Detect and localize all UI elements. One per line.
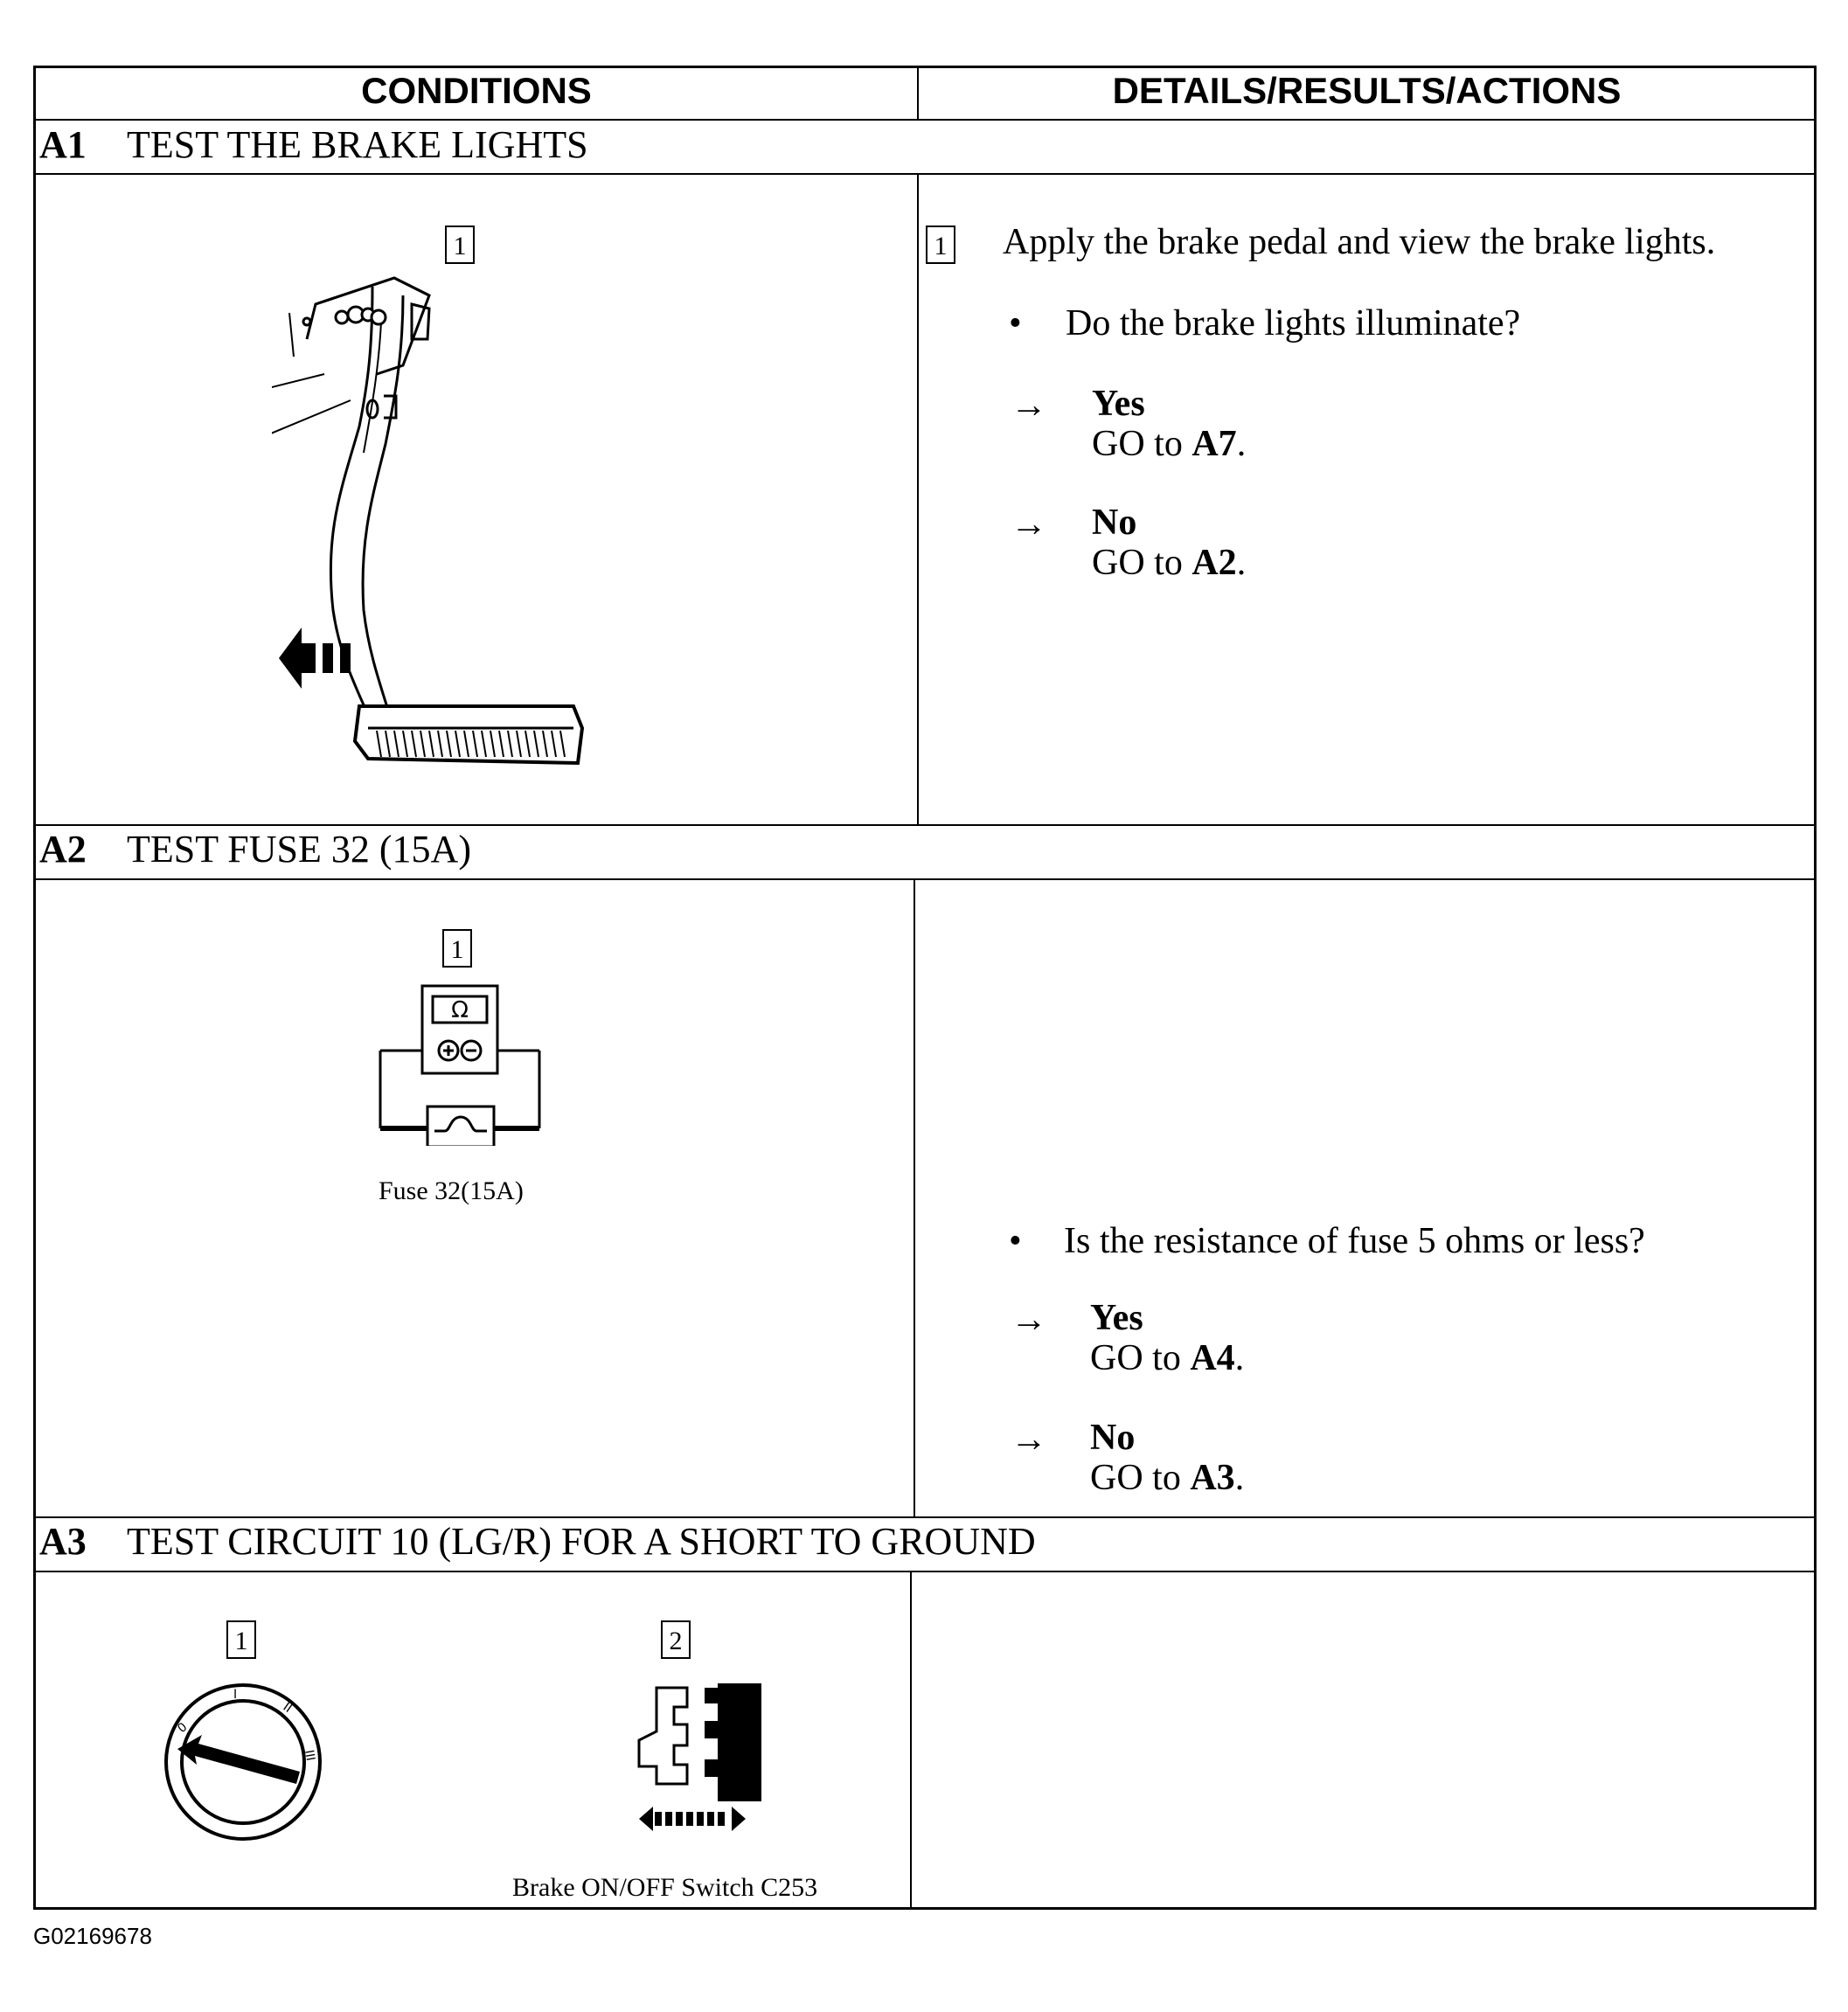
- ignition-position-3: III: [302, 1749, 317, 1762]
- a1-instruction-step-box: 1: [926, 225, 955, 264]
- a2-question: Is the resistance of fuse 5 ohms or less…: [1064, 1221, 1645, 1261]
- a2-no-arrow: →: [1011, 1419, 1047, 1460]
- a1-yes-target: A7: [1191, 424, 1237, 464]
- a2-no-target: A3: [1190, 1458, 1235, 1498]
- a3-step-2-box: 2: [661, 1620, 691, 1659]
- double-arrow-icon: [639, 1807, 746, 1831]
- ohmmeter-fuse-test-diagram: Ω: [379, 984, 541, 1146]
- column-divider-header: [917, 68, 919, 119]
- figure-code: G02169678: [33, 1923, 152, 1949]
- a3-switch-caption: Brake ON/OFF Switch C253: [512, 1873, 818, 1902]
- a1-no-action: GO to A2.: [1092, 543, 1247, 583]
- a1-yes-action: GO to A7.: [1092, 424, 1247, 464]
- section-a3-title-text: TEST CIRCUIT 10 (LG/R) FOR A SHORT TO GR…: [127, 1520, 1036, 1563]
- a2-no-label: No: [1090, 1418, 1136, 1458]
- section-a1-title: A1 TEST THE BRAKE LIGHTS: [39, 122, 588, 167]
- section-a1-id: A1: [39, 123, 87, 166]
- a1-no-label: No: [1092, 503, 1137, 543]
- section-a2-header-top: [36, 824, 1814, 826]
- section-a3-header-top: [36, 1516, 1814, 1518]
- section-a1-divider: [36, 173, 1814, 175]
- column-divider-a3: [910, 1571, 912, 1907]
- section-a3-divider: [36, 1571, 1814, 1572]
- section-a2-id: A2: [39, 828, 87, 871]
- column-divider-a1: [917, 173, 919, 824]
- a3-step-1-box: 1: [226, 1620, 256, 1659]
- section-a2-divider: [36, 878, 1814, 880]
- brake-pedal-illustration: [272, 276, 585, 766]
- a1-no-arrow: →: [1011, 504, 1047, 545]
- a2-step-1-box: 1: [442, 929, 472, 968]
- section-a2-title: A2 TEST FUSE 32 (15A): [39, 827, 471, 871]
- a2-yes-label: Yes: [1090, 1298, 1143, 1338]
- push-direction-arrow-icon: [279, 628, 351, 689]
- brake-switch-connector-diagram: [637, 1683, 761, 1831]
- pedal-pad: [352, 704, 585, 766]
- column-divider-a2: [914, 878, 915, 1516]
- section-a1-title-text: TEST THE BRAKE LIGHTS: [127, 123, 588, 166]
- section-a3-id: A3: [39, 1520, 87, 1563]
- section-a2-title-text: TEST FUSE 32 (15A): [127, 828, 471, 871]
- a1-yes-label: Yes: [1092, 384, 1145, 424]
- a1-yes-arrow: →: [1011, 385, 1047, 426]
- a1-no-target: A2: [1191, 543, 1237, 583]
- a1-step-1-box: 1: [445, 225, 475, 264]
- details-header: DETAILS/RESULTS/ACTIONS: [1112, 70, 1622, 111]
- a2-fuse-caption: Fuse 32(15A): [379, 1176, 524, 1205]
- a2-yes-arrow: →: [1011, 1300, 1047, 1340]
- a1-bullet: •: [1009, 303, 1022, 343]
- section-a3-title: A3 TEST CIRCUIT 10 (LG/R) FOR A SHORT TO …: [39, 1519, 1036, 1564]
- ignition-position-1: I: [233, 1688, 237, 1702]
- ignition-switch-icon: 0 I II III: [164, 1683, 322, 1841]
- ohm-symbol: Ω: [451, 997, 469, 1023]
- a2-bullet: •: [1009, 1221, 1022, 1261]
- a1-question: Do the brake lights illuminate?: [1066, 303, 1521, 343]
- a2-no-action: GO to A3.: [1090, 1458, 1245, 1498]
- a2-yes-target: A4: [1190, 1338, 1235, 1378]
- header-divider: [36, 119, 1814, 121]
- a2-yes-action: GO to A4.: [1090, 1338, 1245, 1378]
- a1-instruction: Apply the brake pedal and view the brake…: [1003, 222, 1716, 262]
- conditions-header: CONDITIONS: [361, 70, 592, 111]
